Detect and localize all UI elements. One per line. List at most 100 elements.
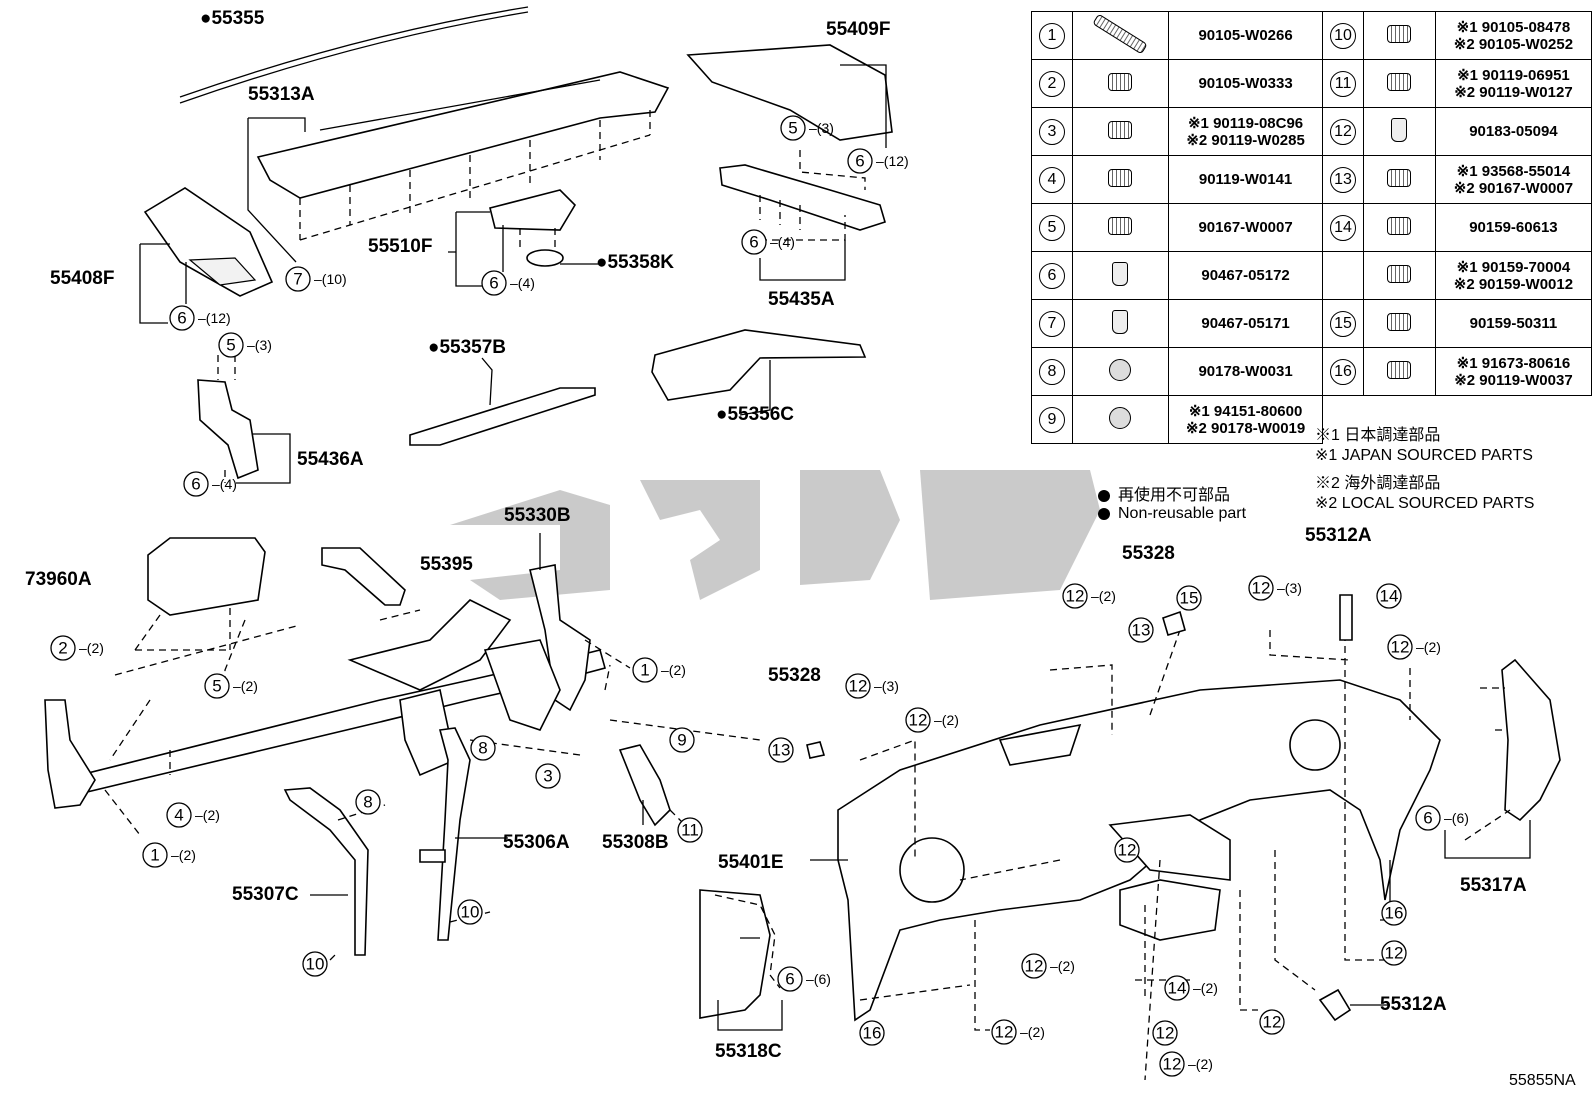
ref-cell: 15 <box>1322 299 1364 348</box>
part-number-cell: ※1 94151-80600※2 90178-W0019 <box>1167 395 1324 444</box>
callout-6: 6 –(12) <box>169 305 231 331</box>
ref-cell: 12 <box>1322 107 1364 156</box>
callout-number: 2 <box>58 639 67 658</box>
callout-circle <box>169 305 195 331</box>
callout-number: 5 <box>788 119 797 138</box>
part-label-p55313A: 55313A <box>248 84 315 105</box>
ref-cell: 14 <box>1322 203 1364 252</box>
part-number-cell: 90167-W0007 <box>1167 203 1324 252</box>
callout-4: 4–(2) <box>166 802 220 828</box>
part-number-cell: ※1 91673-80616※2 90119-W0037 <box>1434 347 1592 396</box>
bracket-55435A <box>719 150 886 281</box>
icon-cell <box>1071 251 1169 300</box>
callout-number: 6 <box>785 970 794 989</box>
callout-2: 2–(2) <box>50 635 104 661</box>
callout-circle <box>50 635 76 661</box>
nut-icon <box>1109 358 1132 381</box>
callout-number: 12 <box>995 1023 1014 1042</box>
part-label-p55328a: 55328 <box>1122 543 1175 564</box>
ref-cell: 13 <box>1322 155 1364 204</box>
callout-circle <box>355 789 381 815</box>
callout-number: 6 <box>749 233 758 252</box>
nut-icon <box>1109 406 1132 429</box>
side-panel-55317A <box>1444 658 1561 859</box>
callout-circle <box>991 1019 1017 1045</box>
part-label-p55510F: 55510F <box>368 236 432 257</box>
callout-circle <box>1376 583 1402 609</box>
part-label-p55317A: 55317A <box>1460 875 1527 896</box>
ref-cell: 3 <box>1031 107 1073 156</box>
part-number-cell: 90467-05171 <box>1167 299 1324 348</box>
callout-number: 6 <box>177 309 186 328</box>
callout-circle <box>1259 1009 1285 1035</box>
ref-cell: 16 <box>1322 347 1364 396</box>
bolt-icon <box>1108 168 1133 187</box>
ref-number: 13 <box>1330 166 1357 193</box>
callout-16: 16 <box>859 1020 885 1046</box>
callout-circle <box>1164 975 1190 1001</box>
callout-quantity: –(3) <box>809 120 834 136</box>
callout-3: 3 <box>535 763 561 789</box>
callout-circle <box>1381 940 1407 966</box>
part-label-p55307C: 55307C <box>232 884 299 905</box>
brace-55306A <box>419 727 581 941</box>
ref-cell: 7 <box>1031 299 1073 348</box>
part-label-p55408F: 55408F <box>50 268 114 289</box>
part-label-p55312Ab: 55312A <box>1380 994 1447 1015</box>
part-label-p55306A: 55306A <box>503 832 570 853</box>
bolt-icon <box>1108 72 1133 91</box>
part-label-p55358K: ●55358K <box>596 252 674 273</box>
defroster-strip-55355 <box>179 6 529 104</box>
part-number-cell: 90159-60613 <box>1434 203 1592 252</box>
screw-icon <box>1108 216 1133 235</box>
callout-quantity: –(10) <box>314 271 347 287</box>
ref-cell: 1 <box>1031 11 1073 60</box>
callout-quantity: –(2) <box>1193 980 1218 996</box>
ref-number: 8 <box>1038 358 1065 385</box>
callout-13: 13 <box>768 737 794 763</box>
callout-number: 6 <box>191 475 200 494</box>
non-reusable-label-jp: 再使用不可部品 <box>1118 487 1231 504</box>
callout-5: 5 –(3) <box>780 115 834 141</box>
callout-number: 12 <box>849 677 868 696</box>
icon-cell <box>1362 155 1436 204</box>
callout-6: 6–(12) <box>847 148 909 174</box>
ref-number: 14 <box>1330 214 1357 241</box>
part-label-p55308B: 55308B <box>602 832 669 853</box>
callout-quantity: –(12) <box>198 310 231 326</box>
callout-number: 16 <box>863 1024 882 1043</box>
callout-12: 12–(3) <box>1248 575 1302 601</box>
callout-16: 16 <box>1381 900 1407 926</box>
callout-number: 10 <box>461 903 480 922</box>
screw-icon <box>1387 312 1412 331</box>
part-label-p55355: ●55355 <box>200 8 265 29</box>
callout-quantity: –(2) <box>934 712 959 728</box>
callout-13: 13 <box>1128 617 1154 643</box>
ref-cell: 2 <box>1031 59 1073 108</box>
callout-number: 5 <box>226 336 235 355</box>
part-number-cell: ※1 90105-08478※2 90105-W0252 <box>1434 11 1592 60</box>
callout-circle <box>905 707 931 733</box>
ref-number: 4 <box>1038 166 1065 193</box>
callout-number: 5 <box>212 677 221 696</box>
callout-8: 8 <box>470 735 496 761</box>
legend-local-sourced-en: ※2 LOCAL SOURCED PARTS <box>1315 495 1535 512</box>
callout-circle <box>1128 617 1154 643</box>
bolt-icon <box>1387 24 1412 43</box>
callout-circle <box>1387 634 1413 660</box>
ref-cell: 8 <box>1031 347 1073 396</box>
upper-panel-55313A <box>247 71 670 263</box>
callout-circle <box>218 332 244 358</box>
callout-circle <box>632 657 658 683</box>
callout-circle <box>777 966 803 992</box>
icon-cell <box>1071 11 1169 60</box>
ref-cell: 5 <box>1031 203 1073 252</box>
callout-14: 14–(2) <box>1164 975 1218 1001</box>
callout-circle <box>1381 900 1407 926</box>
callout-11: 11 <box>677 817 703 843</box>
callout-number: 6 <box>1423 809 1432 828</box>
icon-cell <box>1362 107 1436 156</box>
